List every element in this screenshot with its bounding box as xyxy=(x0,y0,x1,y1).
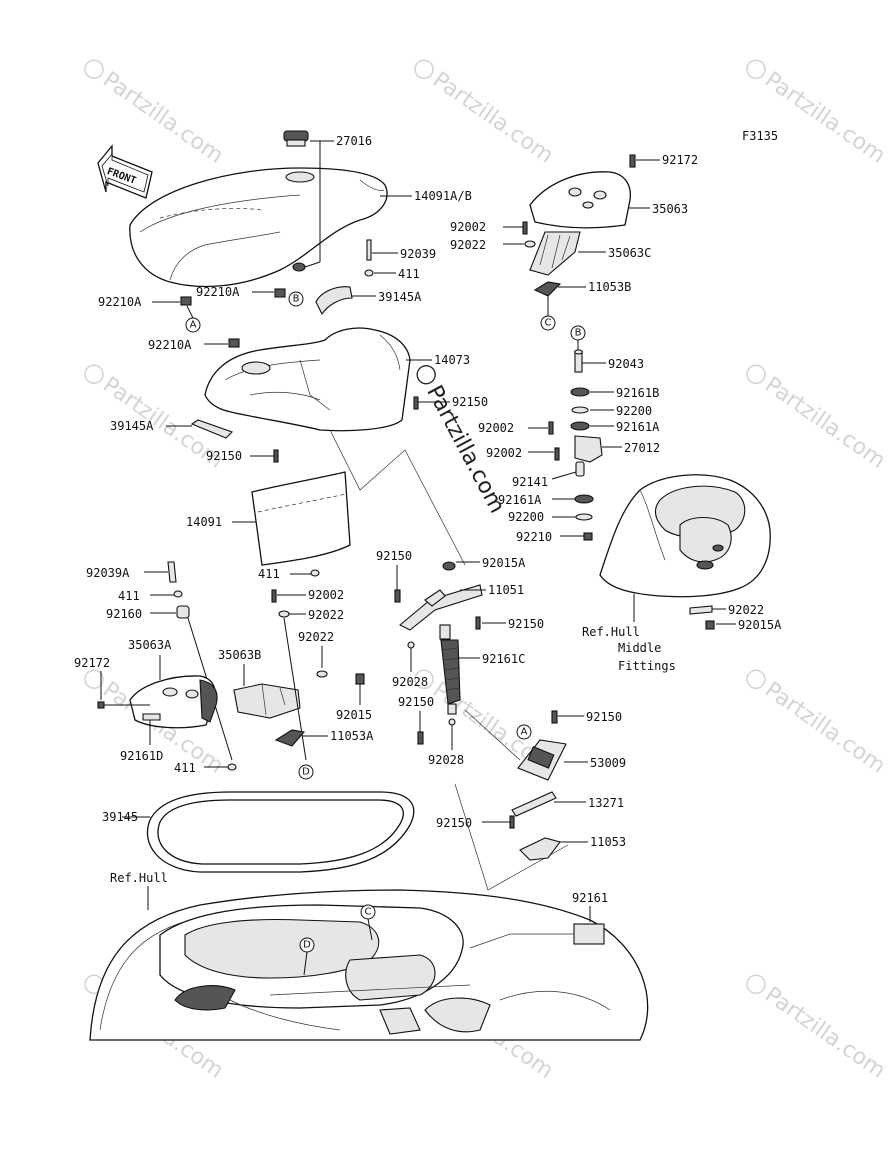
label-92210: 92210 xyxy=(516,530,552,544)
label-92002-b: 92002 xyxy=(478,421,514,435)
label-92150-e: 92150 xyxy=(398,695,434,709)
ref-hull-middle-3: Fittings xyxy=(618,659,676,673)
label-14091: 14091 xyxy=(186,515,222,529)
label-92161: 92161 xyxy=(572,891,608,905)
label-92022-c: 92022 xyxy=(308,608,344,622)
watermark-text: Partzilla.com xyxy=(760,677,890,778)
callout-C-top: C xyxy=(545,318,552,329)
label-92150-c: 92150 xyxy=(376,549,412,563)
label-92141: 92141 xyxy=(512,475,548,489)
label-14073: 14073 xyxy=(434,353,470,367)
callout-D-hull: D xyxy=(303,940,311,951)
ref-hull-middle-1: Ref.Hull xyxy=(582,625,640,639)
label-92150-f: 92150 xyxy=(586,710,622,724)
label-92015A-a: 92015A xyxy=(738,618,782,632)
label-411-c: 411 xyxy=(118,589,140,603)
label-35063C: 35063C xyxy=(608,246,651,260)
label-11053: 11053 xyxy=(590,835,626,849)
watermark-text: Partzilla.com xyxy=(760,67,890,168)
gasket-39145-part xyxy=(146,791,415,873)
label-92022-a: 92022 xyxy=(450,238,486,252)
label-39145A: 39145A xyxy=(378,290,422,304)
callout-A: A xyxy=(190,320,197,331)
callout-C-hull: C xyxy=(365,907,372,918)
callout-D-mid: D xyxy=(302,767,310,778)
label-92161D: 92161D xyxy=(120,749,163,763)
damper-92161C-part xyxy=(439,624,461,715)
label-92161A-a: 92161A xyxy=(616,420,660,434)
label-411-d: 411 xyxy=(174,761,196,775)
label-92210A-b: 92210A xyxy=(196,285,240,299)
label-39145A-left: 39145A xyxy=(110,419,154,433)
label-92039: 92039 xyxy=(400,247,436,261)
label-92150-g: 92150 xyxy=(436,816,472,830)
watermark-text: Partzilla.com xyxy=(760,982,890,1083)
figure-code: F3135 xyxy=(742,129,778,143)
label-92015: 92015 xyxy=(336,708,372,722)
label-92002-d: 92002 xyxy=(308,588,344,602)
watermark-text: Partzilla.com xyxy=(98,67,228,168)
label-27012: 27012 xyxy=(624,441,660,455)
label-92161C: 92161C xyxy=(482,652,525,666)
label-11051: 11051 xyxy=(488,583,524,597)
cap-part xyxy=(283,130,309,147)
label-92002-a: 92002 xyxy=(450,220,486,234)
label-92150-a: 92150 xyxy=(452,395,488,409)
label-92200-a: 92200 xyxy=(616,404,652,418)
hinge-11051-part xyxy=(399,584,483,631)
watermark-text: Partzilla.com xyxy=(760,372,890,473)
label-92210A-c: 92210A xyxy=(148,338,192,352)
label-35063A: 35063A xyxy=(128,638,172,652)
handle-35063-part xyxy=(529,171,631,229)
callout-B-right: B xyxy=(575,328,582,339)
label-92028-a: 92028 xyxy=(392,675,428,689)
bracket-35063C-part xyxy=(529,231,581,276)
label-92150-b: 92150 xyxy=(206,449,242,463)
label-11053A: 11053A xyxy=(330,729,374,743)
front-arrow-icon: FRONT xyxy=(97,144,153,199)
callout-B: B xyxy=(293,294,300,305)
label-92172: 92172 xyxy=(662,153,698,167)
label-92028-b: 92028 xyxy=(428,753,464,767)
ref-hull-middle-2: Middle xyxy=(618,641,661,655)
label-27016: 27016 xyxy=(336,134,372,148)
label-92039A: 92039A xyxy=(86,566,130,580)
ref-hull-label: Ref.Hull xyxy=(110,871,168,885)
callout-A-lock: A xyxy=(521,727,528,738)
watermark-text: Partzilla.com xyxy=(428,67,558,168)
label-92043: 92043 xyxy=(608,357,644,371)
label-53009: 53009 xyxy=(590,756,626,770)
label-411-b: 411 xyxy=(258,567,280,581)
label-92161A-b: 92161A xyxy=(498,493,542,507)
hull-part xyxy=(89,889,649,1041)
label-11053B: 11053B xyxy=(588,280,631,294)
label-35063: 35063 xyxy=(652,202,688,216)
seat-tray-part xyxy=(204,327,411,432)
label-92161B: 92161B xyxy=(616,386,659,400)
label-39145: 39145 xyxy=(102,810,138,824)
label-411-a: 411 xyxy=(398,267,420,281)
hull-middle-fitting-part xyxy=(599,474,771,598)
label-35063B: 35063B xyxy=(218,648,261,662)
label-14091AB: 14091A/B xyxy=(414,189,472,203)
label-92022-d: 92022 xyxy=(298,630,334,644)
label-92015A-b: 92015A xyxy=(482,556,526,570)
label-92210A-a: 92210A xyxy=(98,295,142,309)
label-92160: 92160 xyxy=(106,607,142,621)
label-92172-b: 92172 xyxy=(74,656,110,670)
lock-53009-part xyxy=(517,739,567,781)
label-13271: 13271 xyxy=(588,796,624,810)
seat-cover-part xyxy=(251,471,351,566)
seat-part xyxy=(129,167,388,288)
bracket-35063B-part xyxy=(233,683,301,719)
label-92200-b: 92200 xyxy=(508,510,544,524)
label-92022-b: 92022 xyxy=(728,603,764,617)
label-92002-c: 92002 xyxy=(486,446,522,460)
label-92150-d: 92150 xyxy=(508,617,544,631)
